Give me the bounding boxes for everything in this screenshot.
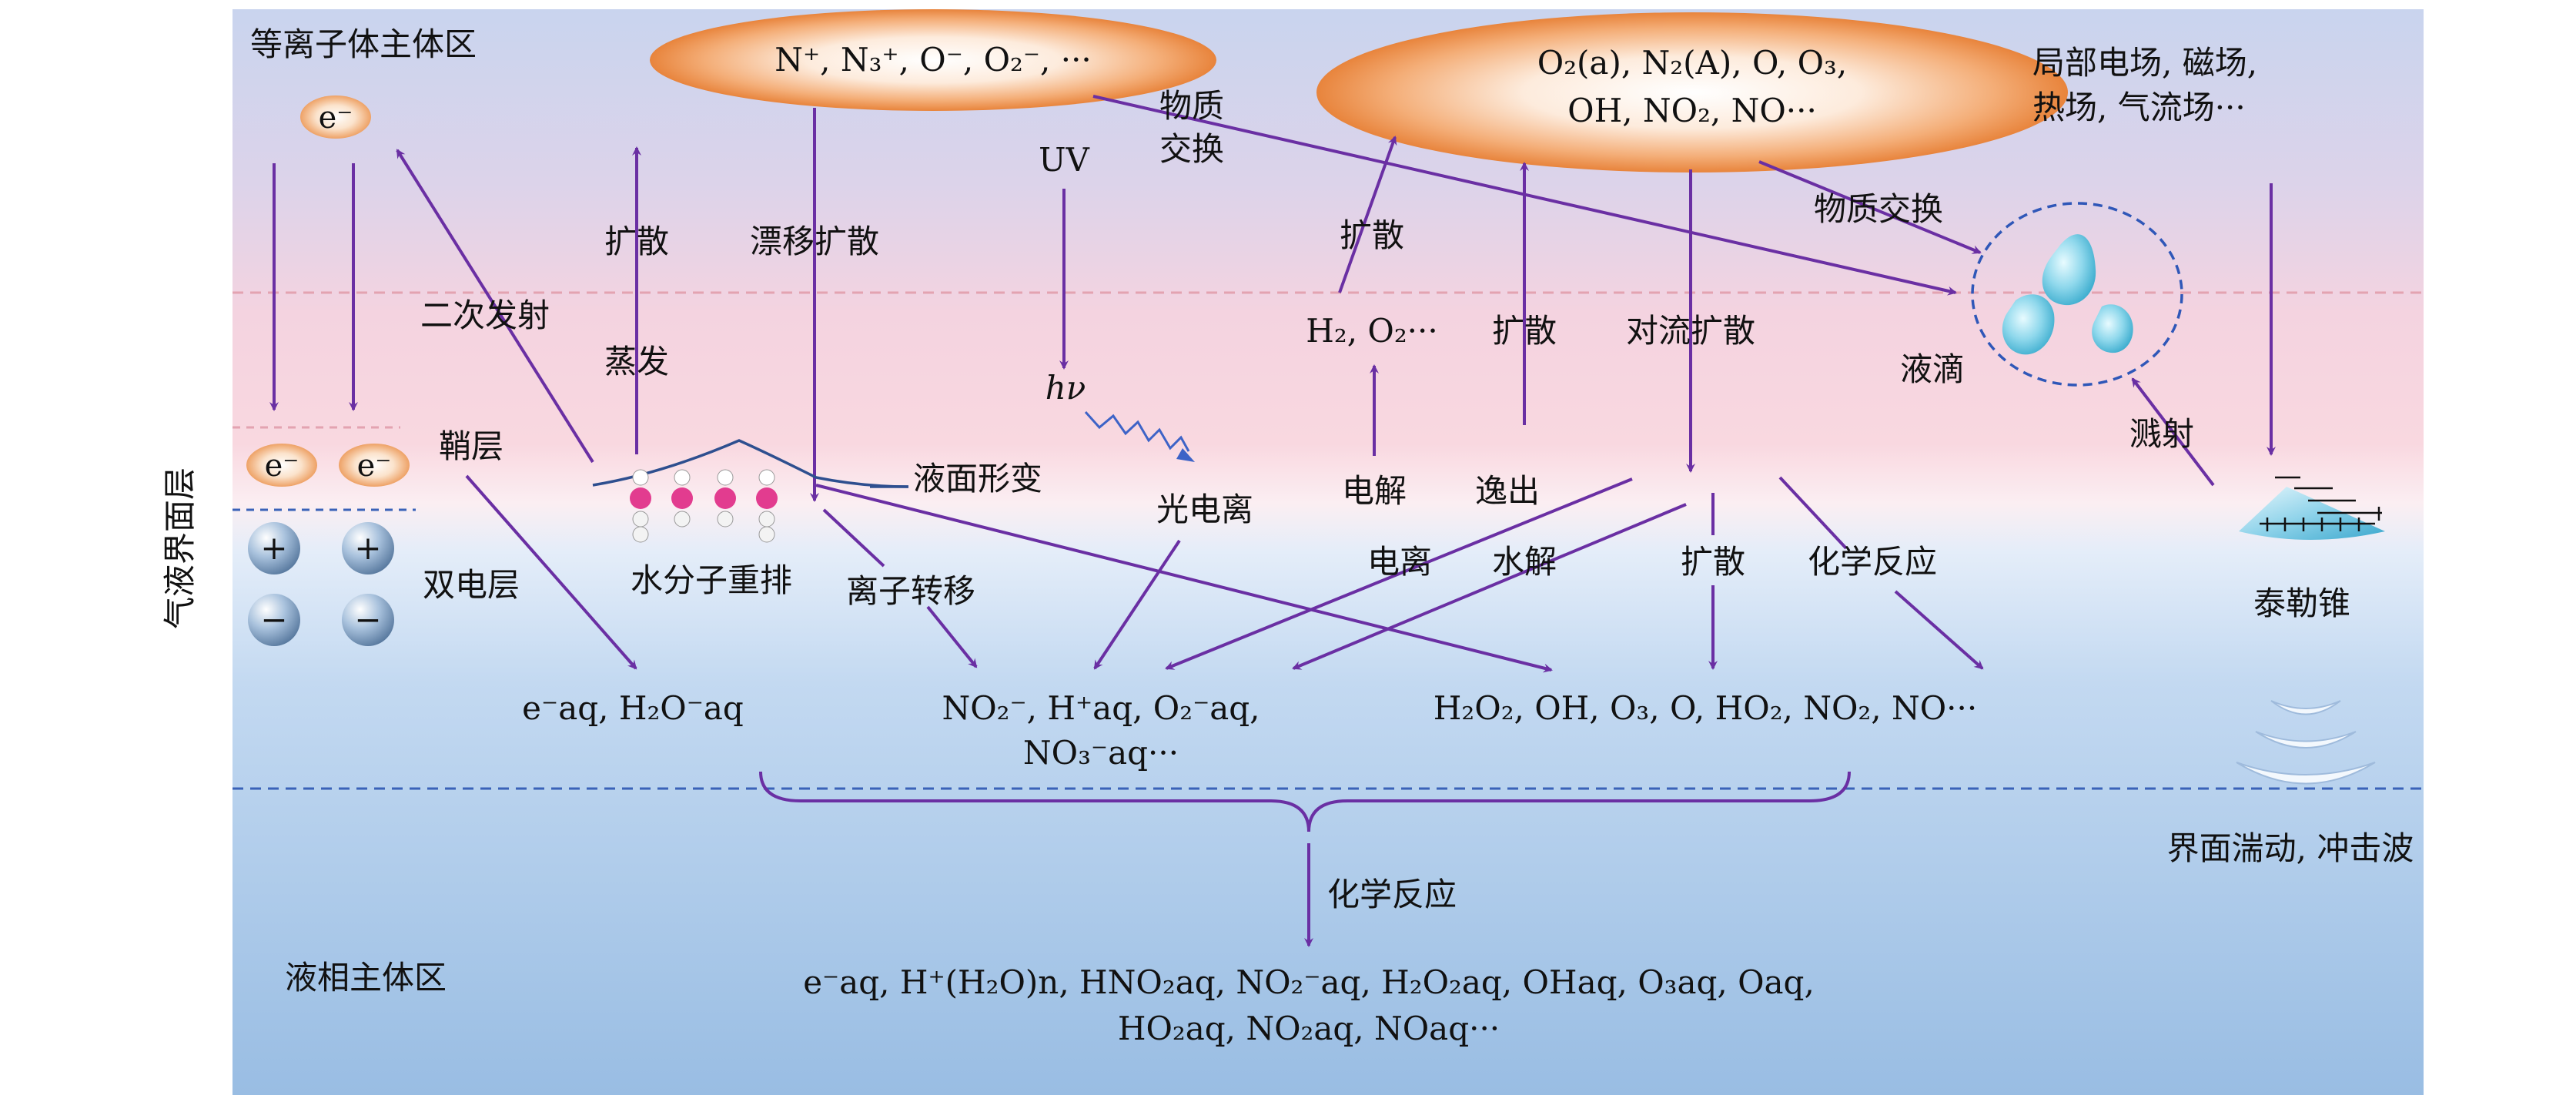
- mass-exchange-label-a: 物质: [1159, 87, 1224, 125]
- h2-o2-species: H₂, O₂···: [1306, 312, 1438, 350]
- droplet-icon: [2092, 304, 2133, 353]
- sheath-label: 鞘层: [439, 427, 503, 465]
- oxidant-species: H₂O₂, OH, O₃, O, HO₂, NO₂, NO···: [1434, 689, 1977, 727]
- final-species-line1: e⁻aq, H⁺(H₂O)n, HNO₂aq, NO₂⁻aq, H₂O₂aq, …: [803, 963, 1815, 1001]
- electron-label: e⁻: [319, 100, 353, 136]
- nitrite-species-line1: NO₂⁻, H⁺aq, O₂⁻aq,: [942, 689, 1260, 727]
- electron-bubble: [300, 95, 371, 139]
- escape-label: 逸出: [1475, 472, 1540, 510]
- secondary-emission-arrow: [396, 149, 594, 464]
- electron-label: e⁻: [265, 448, 299, 484]
- ionization-label: 电离: [1367, 543, 1432, 581]
- process-arrows: [269, 95, 2276, 947]
- region-plasma-bulk-label: 等离子体主体区: [250, 25, 477, 63]
- region-interface-label: 气液界面层: [161, 467, 199, 629]
- mass-exchange-droplet-arrow: [1758, 160, 1982, 254]
- diffusion-label-left: 扩散: [604, 223, 669, 260]
- sputtering-label: 溅射: [2129, 415, 2194, 453]
- taylor-cone-label: 泰勒锥: [2253, 584, 2350, 622]
- curly-brace: [759, 771, 1851, 832]
- region-liquid-bulk-label: 液相主体区: [285, 959, 447, 996]
- anion: [248, 594, 300, 646]
- water-rearrangement-label: 水分子重排: [631, 561, 792, 599]
- plus-sign: +: [260, 529, 287, 567]
- ionization-arrow: [1165, 477, 1633, 670]
- gas-ion-species: N⁺, N₃⁺, O⁻, O₂⁻, ···: [774, 41, 1092, 79]
- uv-label: UV: [1039, 141, 1089, 179]
- ion-transfer-arrow: [926, 605, 978, 668]
- water-molecule: [714, 469, 736, 528]
- solvated-electron-species: e⁻aq, H₂O⁻aq: [522, 689, 744, 727]
- double-layer-ions: + + − −: [248, 522, 394, 646]
- nitrite-species-line2: NO₃⁻aq···: [1023, 734, 1179, 772]
- ion-transfer-arrow-top: [822, 508, 885, 568]
- fields-label-line1: 局部电场, 磁场,: [2032, 44, 2257, 82]
- evaporation-label: 蒸发: [604, 343, 669, 380]
- chem-reaction-arrow: [1894, 590, 1984, 670]
- final-species-line2: HO₂aq, NO₂aq, NOaq···: [1118, 1010, 1500, 1047]
- gas-neutral-species-line1: O₂(a), N₂(A), O, O₃,: [1537, 44, 1847, 82]
- water-molecules: [630, 469, 778, 543]
- background-panel: [233, 9, 2424, 1095]
- chemical-reaction-label-upper: 化学反应: [1808, 543, 1937, 581]
- electron-bubble: [246, 444, 317, 487]
- droplet-icon: [2042, 234, 2096, 306]
- water-molecule: [756, 469, 778, 543]
- chem-reaction-arrow-top: [1778, 476, 1848, 550]
- taylor-cone: [2239, 476, 2385, 540]
- photoionization-label: 光电离: [1156, 491, 1253, 528]
- surface-deformation-label: 液面形变: [913, 460, 1042, 497]
- cation: [248, 522, 300, 574]
- droplet-icon: [2002, 294, 2055, 355]
- gas-neutral-species-line2: OH, NO₂, NO···: [1567, 92, 1817, 129]
- hydrolysis-label: 水解: [1492, 543, 1557, 581]
- mass-exchange-label-b: 交换: [1159, 130, 1224, 168]
- taylor-cone-shape: [2239, 487, 2385, 540]
- ion-species-cloud: [650, 9, 1216, 111]
- photon-wave: [1084, 410, 1190, 452]
- plus-sign: +: [354, 529, 381, 567]
- electron-label: e⁻: [357, 448, 392, 484]
- fields-label-line2: 热场, 气流场···: [2032, 89, 2246, 126]
- diffusion-label-right: 扩散: [1681, 543, 1745, 581]
- diffusion-label-escape: 扩散: [1492, 312, 1557, 350]
- cation: [342, 522, 394, 574]
- interface-turbulence-label: 界面湍动, 冲击波: [2167, 829, 2414, 867]
- h2-diffusion-arrow: [1338, 136, 1397, 293]
- sputtering-arrow: [2131, 377, 2215, 487]
- shock-waves: [2236, 700, 2376, 785]
- double-layer-label: 双电层: [423, 566, 520, 604]
- water-molecule: [671, 469, 693, 528]
- ion-transfer-label: 离子转移: [846, 572, 975, 610]
- minus-sign: −: [260, 601, 287, 638]
- electron-bubble: [339, 444, 410, 487]
- hydrolysis-arrow: [1292, 503, 1687, 670]
- neutral-species-cloud: [1316, 12, 2068, 173]
- drift-diffusion-label: 漂移扩散: [750, 223, 879, 260]
- water-molecule: [630, 469, 651, 543]
- convective-diffusion-label: 对流扩散: [1626, 312, 1755, 350]
- chemical-reaction-label-lower: 化学反应: [1327, 876, 1457, 913]
- droplets-label: 液滴: [1900, 350, 1965, 388]
- photoionization-arrow: [1093, 539, 1181, 670]
- minus-sign: −: [354, 601, 381, 638]
- secondary-emission-label: 二次发射: [420, 296, 550, 334]
- electron-particles: e⁻ e⁻ e⁻: [246, 95, 410, 487]
- diffusion-label-h2: 扩散: [1340, 216, 1404, 254]
- mass-exchange-label-2: 物质交换: [1814, 190, 1943, 228]
- sheath-to-eaq-arrow: [465, 474, 637, 670]
- droplets-group: [1971, 202, 2183, 387]
- photon-arrowhead: [1176, 448, 1195, 462]
- droplet-boundary: [1971, 202, 2183, 387]
- photon-label: hν: [1045, 369, 1086, 407]
- deformation-to-oxidants-arrow: [815, 484, 1553, 673]
- anion: [342, 594, 394, 646]
- liquid-surface-curve: [592, 439, 909, 488]
- electrolysis-label: 电解: [1342, 472, 1407, 510]
